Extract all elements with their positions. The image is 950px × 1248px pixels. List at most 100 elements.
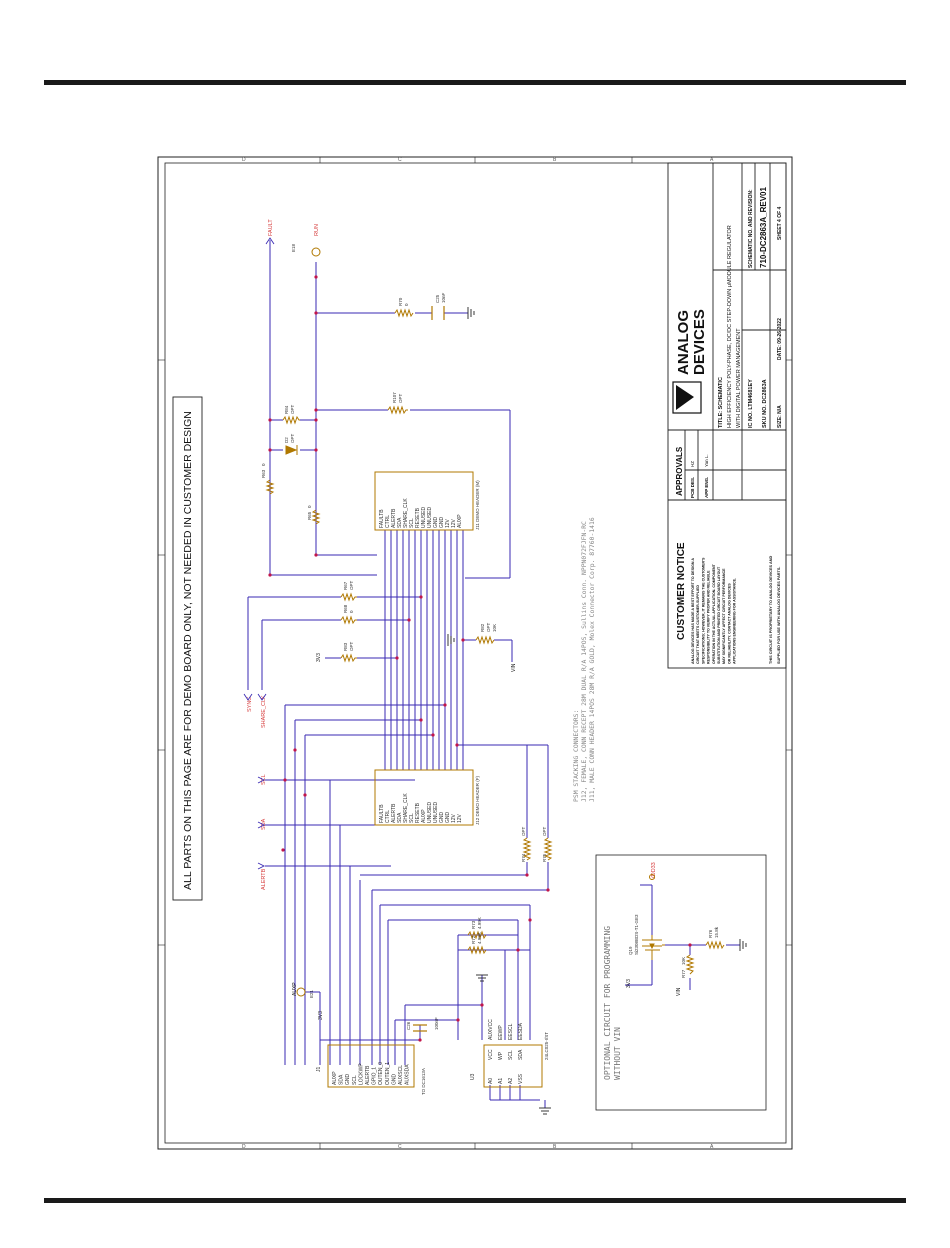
net-run: RUN xyxy=(314,224,320,236)
notice-box xyxy=(172,396,203,901)
j11-pin-12: 12V xyxy=(445,518,451,528)
junction-dots xyxy=(268,275,692,1042)
net-3v3-optional: 3V3 xyxy=(626,979,632,988)
label-r70: R70 xyxy=(398,297,403,306)
j12-pin-1: FAULTB xyxy=(379,804,385,823)
ic-number: IC NO. LTM4681EY xyxy=(748,379,754,428)
net-auxp: AUXP xyxy=(292,982,298,996)
label-r68-value: 0 xyxy=(349,610,354,613)
label-r73: R73 xyxy=(471,920,476,929)
j1-pin-3: GND xyxy=(345,1074,351,1086)
test-point-vdd33 xyxy=(649,874,655,880)
j1-part: TO DC1613A xyxy=(421,1068,426,1095)
j11-pin-13: 12V xyxy=(451,518,457,528)
connector-j12 xyxy=(374,769,474,826)
label-r73-value: 4.99K xyxy=(477,917,482,929)
net-vdd33: VDD33 xyxy=(651,862,657,880)
label-r82: R82 xyxy=(480,623,485,632)
label-r68: R68 xyxy=(343,604,348,613)
u3-ref: U3 xyxy=(470,1073,476,1080)
resistor-r73 xyxy=(467,930,487,940)
label-c26: C26 xyxy=(406,1021,411,1030)
zone-label-top-4: A xyxy=(710,157,714,163)
resistor-r74 xyxy=(522,837,532,861)
net-sync: SYNC xyxy=(247,697,253,712)
label-r75: R75 xyxy=(542,853,547,862)
j12-pin-5: SHARE_CLK xyxy=(403,793,409,823)
customer-notice-footer-1: THIS CIRCUIT IS PROPRIETARY TO ANALOG DE… xyxy=(769,556,773,664)
customer-notice-line-2: CIRCUIT THAT MEETS CUSTOMER-SUPPLIED xyxy=(696,585,700,664)
j1-pin-8: OUTEN_0 xyxy=(378,1062,384,1085)
label-r107: R107 xyxy=(392,392,397,403)
u3-right-pin-2: WP xyxy=(498,1051,504,1060)
u3-left-pin-4: VSS xyxy=(518,1073,524,1084)
u3-part: 24LC025-I/ST xyxy=(544,1032,549,1060)
zone-label-bottom-2: C xyxy=(398,1144,402,1150)
net-3v3-bottom: 3V3 xyxy=(318,1011,324,1020)
u3-net-2: EEWP xyxy=(498,1025,504,1040)
j11-pin-14: AUXP xyxy=(457,514,463,528)
stacking-title: PSM STACKING CONNECTORS: xyxy=(572,710,580,802)
notice-text: ALL PARTS ON THIS PAGE ARE FOR DEMO BOAR… xyxy=(182,411,194,890)
j1-pin-2: SDA xyxy=(339,1074,345,1085)
j12-pin-3: ALERTB xyxy=(391,803,397,823)
app-eng-label: APP ENG. xyxy=(704,477,709,498)
resistor-r77 xyxy=(685,954,695,975)
label-d2: D2 xyxy=(284,437,289,443)
u3-right-pin-3: SCL xyxy=(508,1050,514,1060)
label-c26-value: 100nF xyxy=(434,1017,439,1030)
j1-pin-7: GPIO_1 xyxy=(372,1067,378,1085)
label-r74: R74 xyxy=(521,853,526,862)
sheet-number: SHEET 4 OF 4 xyxy=(777,206,783,240)
title-line-2: WITH DIGITAL POWER MANAGEMENT xyxy=(736,328,742,428)
resistor-r83 xyxy=(340,653,357,663)
customer-notice-line-4: RESPONSIBILITY TO VERIFY PROPER AND RELI… xyxy=(707,570,711,664)
net-sda: SDA xyxy=(261,818,267,830)
schematic-number: 710-DC2863A_REV01 xyxy=(759,187,768,268)
j11-pin-11: GND xyxy=(439,517,445,529)
j11-pin-5: SHARE_CLK xyxy=(403,498,409,528)
j12-pin-14: 12V xyxy=(457,813,463,823)
resistors xyxy=(265,308,725,975)
resistor-r70 xyxy=(394,308,414,318)
j11-title: J11 DEMO HEADER (M) xyxy=(475,480,480,530)
j1-pin-6: ALERTB xyxy=(365,1065,371,1085)
label-r65: R65 xyxy=(307,511,312,520)
customer-notice-body: ANALOG DEVICES HAS MADE A BEST EFFORT TO… xyxy=(691,557,737,664)
label-r77: R77 xyxy=(681,969,686,978)
optional-line-2: WITHOUT VIN xyxy=(613,1027,622,1080)
customer-notice-line-9: APPLICATIONS ENGINEERING FOR ASSISTANCE. xyxy=(733,578,737,664)
net-vin-top: VIN xyxy=(511,663,517,672)
j11-pin-1: FAULTB xyxy=(379,509,385,528)
j1-pin-9: OUTEN_1 xyxy=(385,1062,391,1085)
optional-circuit-title: OPTIONAL CIRCUIT FOR PROGRAMMING WITHOUT… xyxy=(603,926,622,1080)
label-r70-value: 0 xyxy=(404,303,409,306)
label-r67-value: OPT xyxy=(349,580,354,590)
resistor-r82 xyxy=(475,635,495,645)
j12-pin-8: AUXP xyxy=(421,809,427,823)
customer-notice-heading: CUSTOMER NOTICE xyxy=(676,542,687,640)
stacking-notes: PSM STACKING CONNECTORS: J12, FEMALE, CO… xyxy=(572,517,596,802)
u3-left-pin-1: A0 xyxy=(488,1078,494,1084)
title-line-1: HIGH EFFICIENCY POLY-PHASE, DC/DC STEP-D… xyxy=(727,225,733,428)
j12-pin-13: 12V xyxy=(451,813,457,823)
logo-devices: DEVICES xyxy=(691,309,708,375)
signal-wires xyxy=(247,240,740,1108)
label-r67: R67 xyxy=(343,581,348,590)
optional-circuit-box xyxy=(595,854,767,1111)
label-r82-value: OPT xyxy=(486,622,491,632)
zone-labels: D C B A D C B A xyxy=(242,157,714,1150)
ground-symbols xyxy=(447,307,747,1115)
label-r76-value: 15.8k xyxy=(714,926,719,938)
j11-pin-6: SCL xyxy=(409,518,415,528)
title-block xyxy=(667,162,787,669)
resistor-r72 xyxy=(467,945,487,955)
j11-pin-8: UNUSED xyxy=(421,506,427,528)
bottom-rule xyxy=(44,1198,906,1203)
zone-label-top-3: B xyxy=(553,157,557,163)
date: DATE: 09-26-2022 xyxy=(777,318,783,360)
power-labels: 3V3 VIN AUXP 3V3 3V3 VIN xyxy=(292,653,682,1020)
